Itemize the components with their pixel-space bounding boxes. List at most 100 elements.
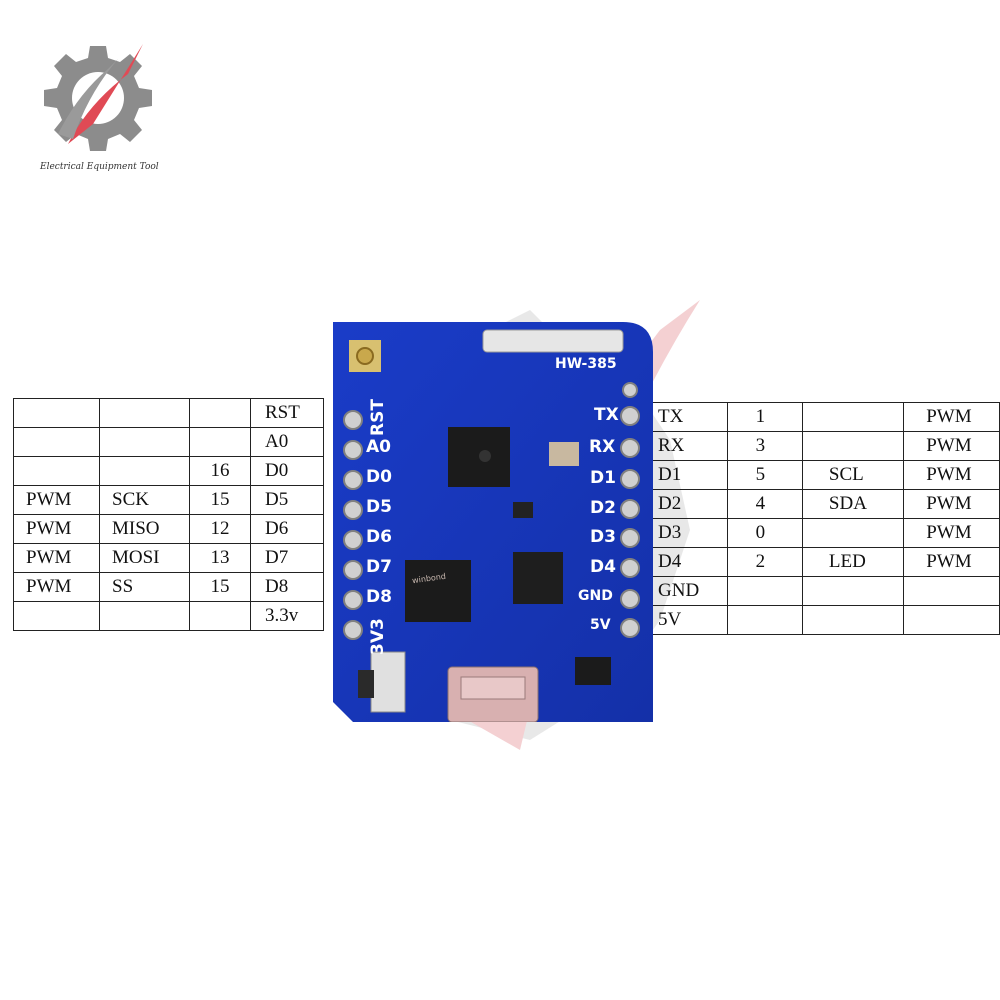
board-right-pin-label: GND: [578, 588, 613, 604]
right-table-cell: [726, 576, 803, 606]
right-table-cell: [903, 576, 1000, 606]
board-right-pin-label: RX: [589, 437, 616, 457]
right-table-cell: TX: [645, 402, 728, 432]
board-left-pin-label: D6: [366, 527, 392, 547]
board-right-pin-label: 5V: [590, 617, 611, 633]
right-table-cell: SDA: [801, 489, 905, 519]
left-table-cell: D6: [250, 514, 324, 544]
left-table-cell: [189, 427, 251, 457]
right-table-cell: 3: [726, 431, 803, 461]
left-table-cell: [99, 601, 190, 631]
right-table-cell: SCL: [801, 460, 905, 490]
right-table-cell: PWM: [903, 547, 1000, 577]
board-right-pin-label: D1: [590, 468, 616, 488]
left-table-cell: A0: [250, 427, 324, 457]
board-left-pin-label: D8: [366, 587, 392, 607]
left-table-cell: PWM: [13, 543, 100, 573]
left-table-row: 3.3v: [13, 601, 324, 631]
logo-text: Electrical Equipment Tool: [40, 162, 159, 172]
board-model-label: HW-385: [555, 356, 617, 372]
left-table-cell: [13, 601, 100, 631]
board-right-pin-label: D2: [590, 498, 616, 518]
right-table-cell: RX: [645, 431, 728, 461]
board-left-pin-label: A0: [366, 437, 391, 457]
left-table-cell: [13, 398, 100, 428]
board-right-pin-label: TX: [594, 405, 619, 425]
right-table-cell: [801, 576, 905, 606]
left-table-cell: MOSI: [99, 543, 190, 573]
right-table-cell: PWM: [903, 518, 1000, 548]
right-table-cell: 5V: [645, 605, 728, 635]
left-table-cell: 15: [189, 572, 251, 602]
left-table-cell: 3.3v: [250, 601, 324, 631]
right-table-cell: 4: [726, 489, 803, 519]
left-table-row: A0: [13, 427, 324, 457]
right-table-row: 5V: [645, 605, 1000, 635]
left-table-cell: RST: [250, 398, 324, 428]
left-table-cell: PWM: [13, 485, 100, 515]
left-table-cell: D8: [250, 572, 324, 602]
board-left-pin-label: D5: [366, 497, 392, 517]
left-table-cell: MISO: [99, 514, 190, 544]
left-table-cell: [13, 456, 100, 486]
right-table-cell: [903, 605, 1000, 635]
left-table-cell: 13: [189, 543, 251, 573]
board-right-pin-label: D4: [590, 557, 616, 577]
right-table-cell: 0: [726, 518, 803, 548]
board-left-pin-label: D0: [366, 467, 392, 487]
right-table-cell: [801, 518, 905, 548]
right-table-cell: [801, 431, 905, 461]
right-table-cell: D3: [645, 518, 728, 548]
left-table-cell: D0: [250, 456, 324, 486]
board-left-pin-label: RST: [368, 399, 388, 436]
right-table-cell: D2: [645, 489, 728, 519]
left-table-cell: 12: [189, 514, 251, 544]
right-table-cell: GND: [645, 576, 728, 606]
left-table-cell: SCK: [99, 485, 190, 515]
board-left-pin-label: 3V3: [368, 618, 388, 655]
right-table-cell: 1: [726, 402, 803, 432]
left-table-cell: D7: [250, 543, 324, 573]
left-table-cell: 16: [189, 456, 251, 486]
board-left-pin-label: D7: [366, 557, 392, 577]
board-right-pin-label: D3: [590, 527, 616, 547]
right-table-cell: PWM: [903, 489, 1000, 519]
right-table-cell: [801, 402, 905, 432]
right-table-cell: LED: [801, 547, 905, 577]
left-table-cell: [99, 398, 190, 428]
left-table-cell: [99, 427, 190, 457]
right-table-cell: PWM: [903, 460, 1000, 490]
left-table-cell: [189, 398, 251, 428]
left-table-cell: SS: [99, 572, 190, 602]
right-table-cell: PWM: [903, 402, 1000, 432]
right-table-cell: [801, 605, 905, 635]
left-table-cell: PWM: [13, 514, 100, 544]
left-table-cell: [189, 601, 251, 631]
left-table-row: RST: [13, 398, 324, 428]
right-table-cell: [726, 605, 803, 635]
gear-logo-icon: [44, 44, 152, 151]
left-table-cell: PWM: [13, 572, 100, 602]
left-table-cell: D5: [250, 485, 324, 515]
left-table-cell: [99, 456, 190, 486]
right-table-cell: 2: [726, 547, 803, 577]
right-table-row: GND: [645, 576, 1000, 606]
right-table-cell: 5: [726, 460, 803, 490]
right-table-cell: PWM: [903, 431, 1000, 461]
hw385-board: [333, 322, 653, 722]
left-table-cell: 15: [189, 485, 251, 515]
left-table-cell: [13, 427, 100, 457]
